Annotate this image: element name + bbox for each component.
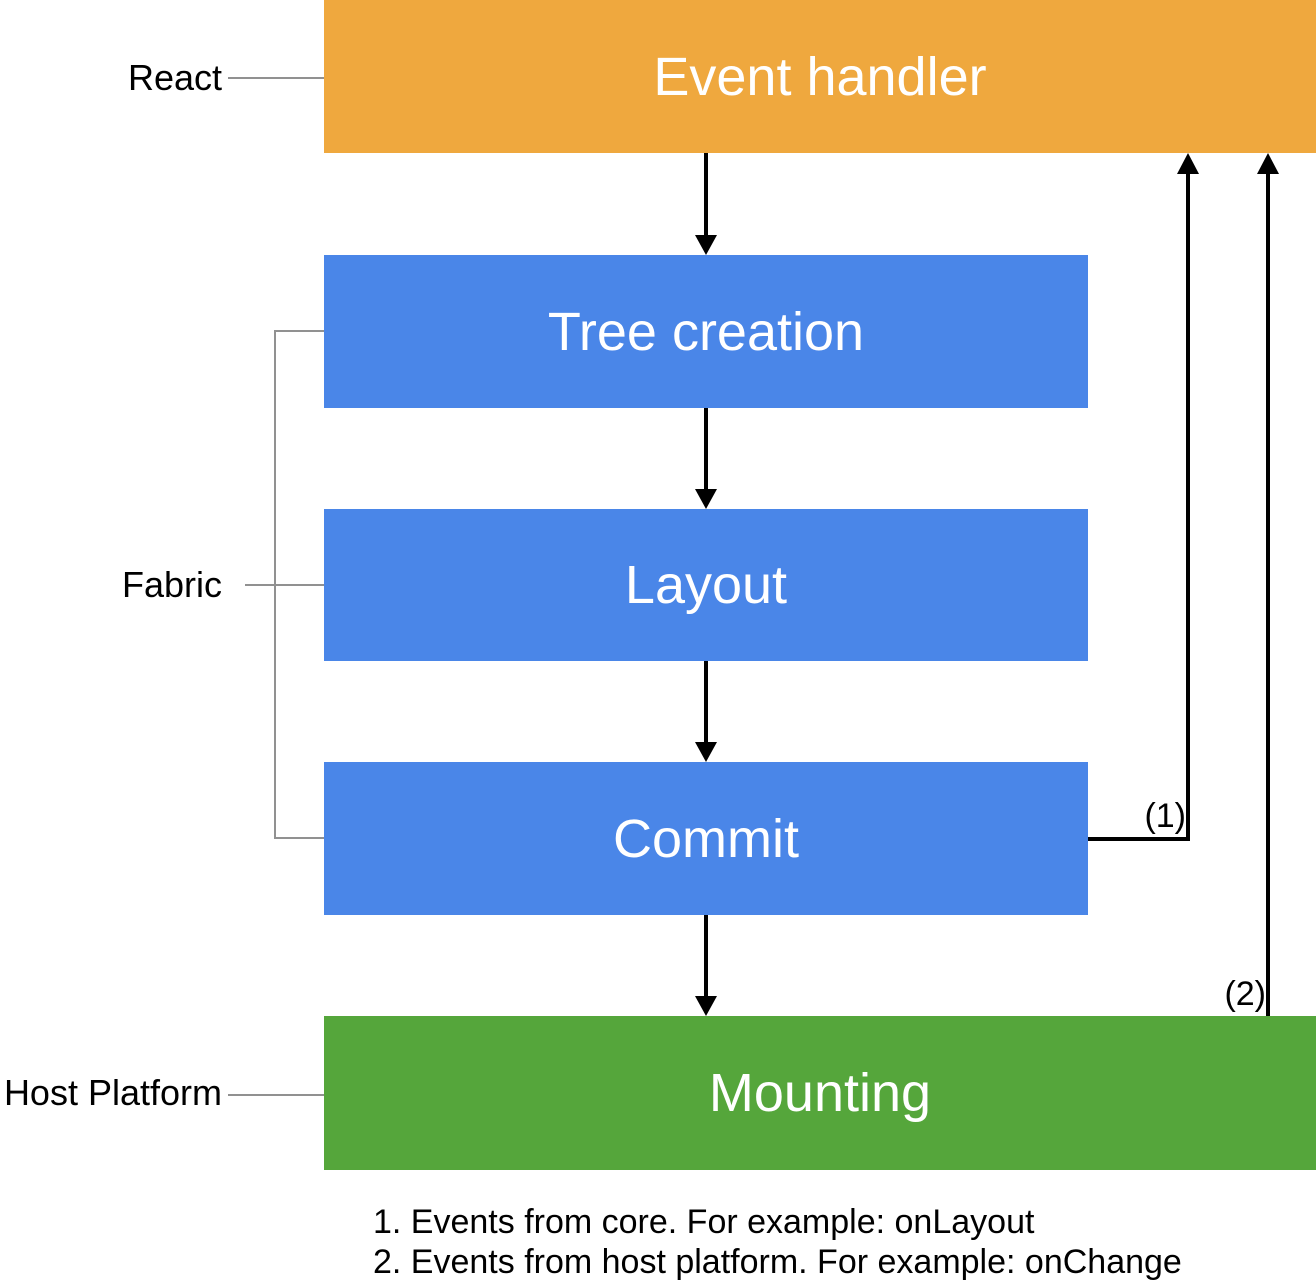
tree-creation-label: Tree creation	[547, 301, 865, 362]
event-handler-label: Event handler	[653, 46, 987, 107]
event-handler-box: Event handler	[324, 0, 1316, 153]
fabric-side-label: Fabric	[121, 564, 222, 605]
host-platform-side-label: Host Platform	[3, 1072, 222, 1113]
arrowhead-up-icon	[1257, 153, 1279, 174]
arrow-mounting-to-event-handler	[1257, 153, 1279, 1016]
arrow-layout-to-commit	[695, 661, 717, 762]
arrow-event-handler-to-tree-creation	[695, 153, 717, 255]
commit-box: Commit	[324, 762, 1088, 915]
commit-label: Commit	[613, 808, 799, 869]
footnote-1: 1. Events from core. For example: onLayo…	[373, 1203, 1035, 1241]
fabric-bracket-line	[274, 330, 324, 839]
arrow-tree-creation-to-layout	[695, 408, 717, 509]
footnotes: 1. Events from core. For example: onLayo…	[373, 1202, 1182, 1282]
layout-box: Layout	[324, 509, 1088, 661]
mounting-box: Mounting	[324, 1016, 1316, 1170]
tree-creation-box: Tree creation	[324, 255, 1088, 408]
arrow-commit-to-mounting	[695, 915, 717, 1016]
arrow-commit-to-event-handler	[1088, 153, 1199, 841]
footnote-2: 2. Events from host platform. For exampl…	[373, 1243, 1182, 1281]
arrowhead-down-icon	[695, 489, 717, 509]
react-side-label: React	[127, 57, 222, 98]
arrowhead-down-icon	[695, 742, 717, 762]
arrow-1-label: (1)	[1144, 797, 1186, 835]
arrowhead-down-icon	[695, 235, 717, 255]
arrow-line	[1088, 172, 1190, 841]
layout-label: Layout	[624, 555, 788, 615]
arrow-2-label: (2)	[1224, 975, 1266, 1013]
mounting-label: Mounting	[708, 1063, 932, 1123]
arrowhead-down-icon	[695, 996, 717, 1016]
arrowhead-up-icon	[1177, 153, 1199, 174]
